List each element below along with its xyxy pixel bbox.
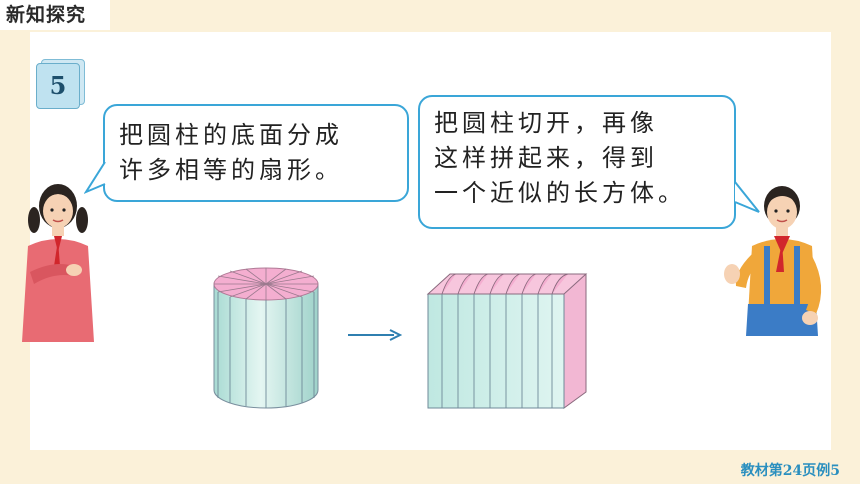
speech-left-line-2: 许多相等的扇形。 — [119, 156, 343, 184]
boy-illustration — [724, 186, 822, 336]
bubble-tail-left — [84, 161, 106, 194]
cuboid-illustration — [426, 273, 588, 409]
example-number: 5 — [36, 63, 80, 109]
arrow-right-icon — [348, 329, 402, 341]
speech-left-line-1: 把圆柱的底面分成 — [119, 121, 343, 149]
speech-right-line-1: 把圆柱切开，再像 — [434, 109, 658, 137]
section-label: 新知探究 — [0, 0, 110, 30]
cylinder-illustration — [213, 267, 319, 409]
speech-bubble-left: 把圆柱的底面分成 许多相等的扇形。 — [103, 104, 409, 202]
speech-bubble-right: 把圆柱切开，再像 这样拼起来，得到 一个近似的长方体。 — [418, 95, 736, 229]
speech-right-line-2: 这样拼起来，得到 — [434, 144, 658, 172]
textbook-reference: 教材第24页例5 — [740, 463, 840, 479]
bubble-tail-right — [734, 181, 760, 213]
example-badge: 5 — [36, 59, 85, 109]
speech-right-line-3: 一个近似的长方体。 — [434, 179, 686, 207]
girl-illustration — [22, 184, 94, 342]
